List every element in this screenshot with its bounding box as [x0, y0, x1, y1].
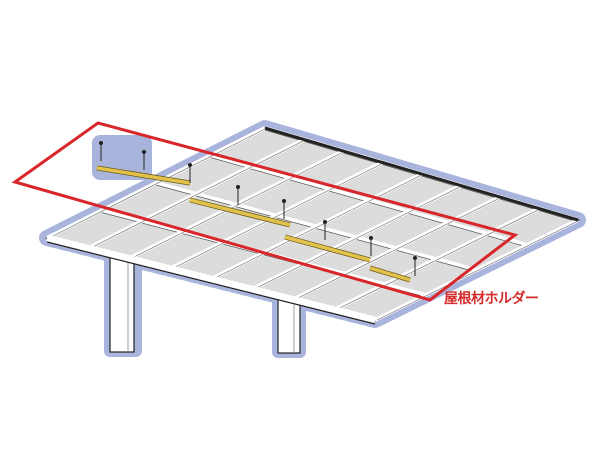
roof-rafter-edge [171, 162, 385, 270]
screw-head [142, 150, 146, 154]
screw-head [369, 236, 373, 240]
roof-holder [189, 198, 291, 227]
roof [44, 126, 581, 325]
roof-rafter [292, 195, 501, 302]
roof-rafter-edge [253, 185, 463, 290]
post [109, 249, 135, 353]
support-posts [109, 249, 301, 354]
roof-holder [96, 166, 191, 185]
roof-holder [369, 266, 411, 282]
back-edge [264, 126, 579, 222]
roof-rafter-edge [335, 208, 542, 311]
screw-head [323, 220, 327, 224]
roof-rafter [46, 126, 266, 240]
screw-head [188, 163, 192, 167]
roof-rafter [374, 218, 579, 322]
screw-head [236, 185, 240, 189]
roof-rafter-edge [294, 196, 502, 300]
roof-rafter [210, 172, 423, 281]
roof-holder [284, 235, 371, 262]
roof-rafter [87, 137, 306, 251]
screw-head [413, 256, 417, 260]
roof-rafter-edge [89, 139, 307, 249]
roof-rafter-edge [376, 219, 581, 321]
screw-head [99, 141, 103, 145]
roof-rafter [128, 149, 345, 261]
front-gutter-edge [46, 241, 376, 325]
roof-rafter-edge [212, 173, 424, 280]
roof-rafter [251, 183, 462, 292]
highlight-box [11, 121, 519, 302]
roof-rafter-edge [48, 127, 268, 239]
screw-head [282, 199, 286, 203]
roof-rafter [169, 160, 384, 271]
callout-label: 屋根材ホルダー [444, 291, 539, 307]
screws [99, 141, 417, 276]
roof-material-holders [96, 165, 411, 283]
roof-rafter [333, 206, 540, 312]
front-gutter [46, 234, 376, 324]
